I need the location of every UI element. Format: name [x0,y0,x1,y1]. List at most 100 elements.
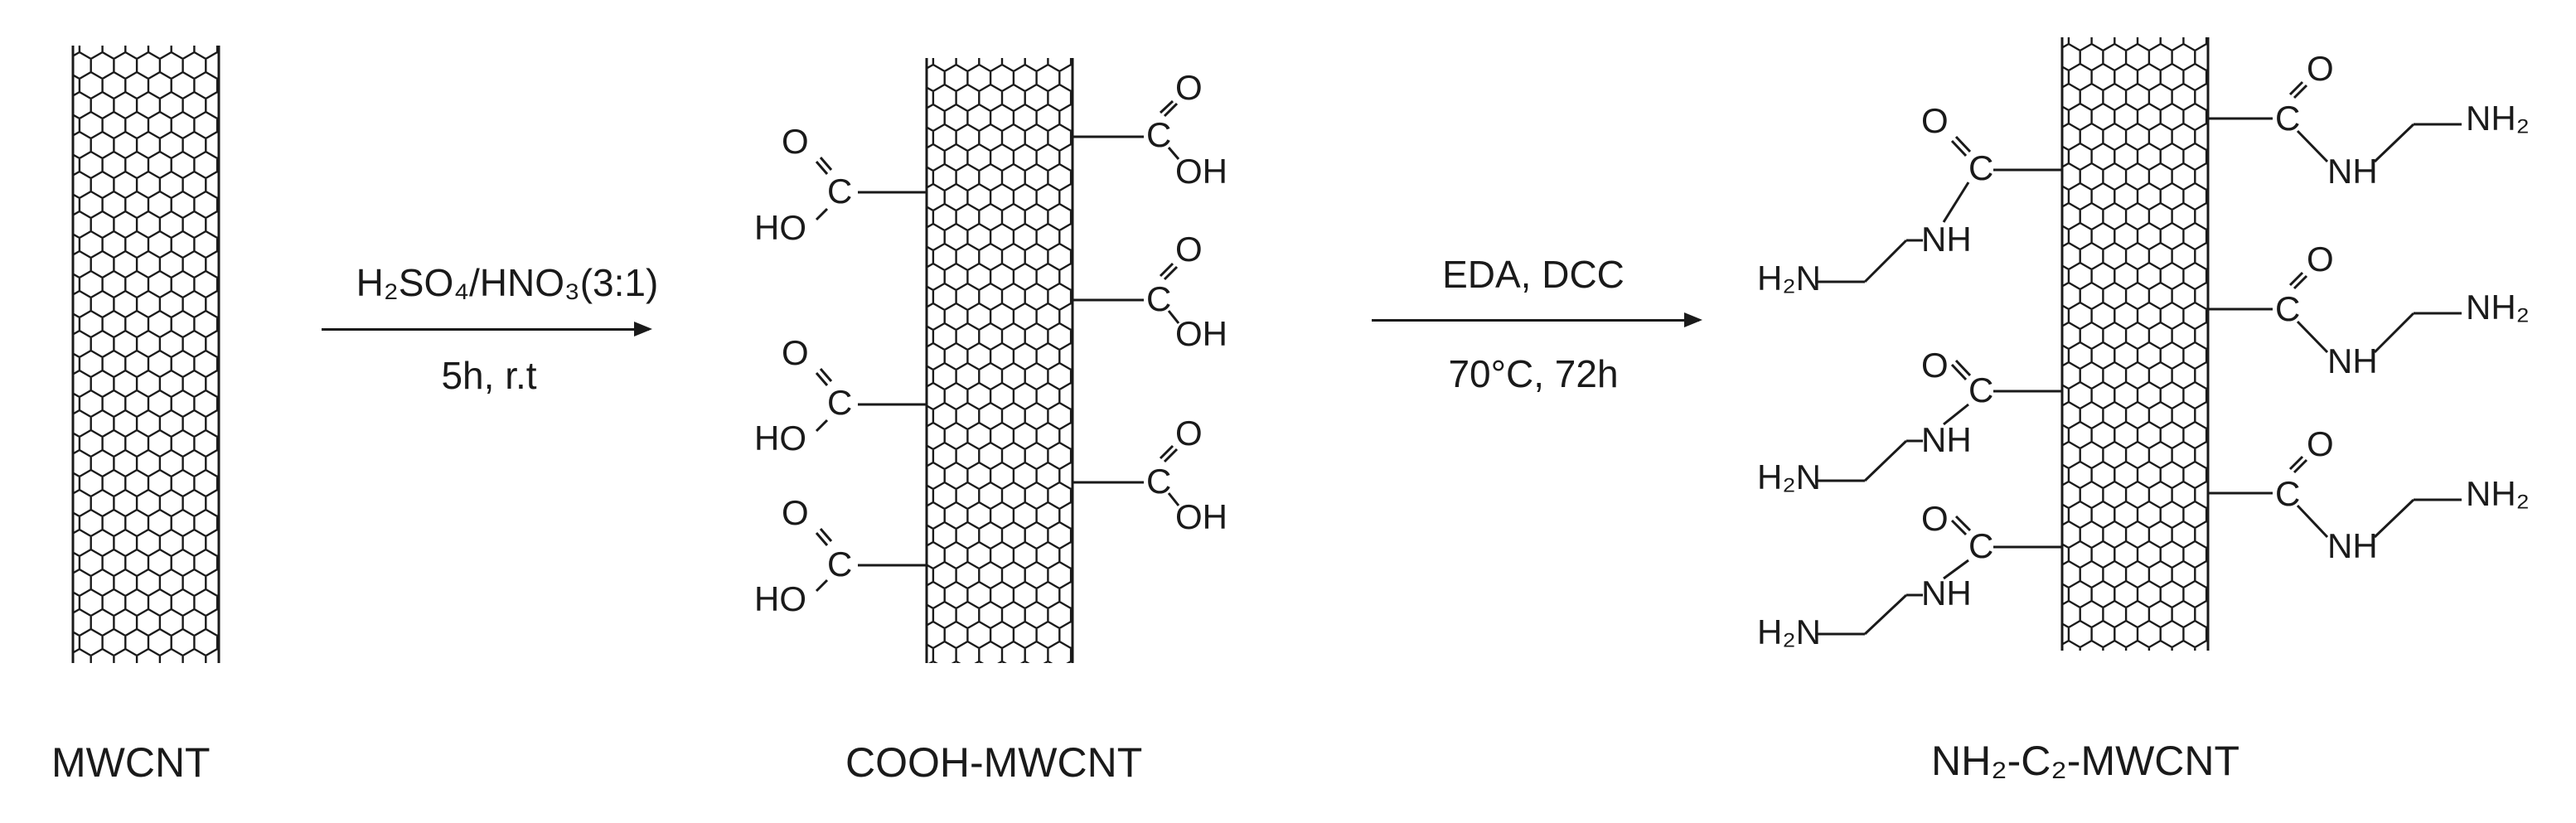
cooh-right-3-c: C [1146,462,1172,501]
hexagon-lattice [927,58,1073,663]
bond-line [1159,99,1174,114]
bond-line [815,532,829,546]
cooh-left-1-ho: HO [754,208,806,247]
amide-left-2-c: C [1968,370,1994,409]
bond-line [1950,363,1968,381]
bond-line [1943,403,1969,426]
amide-right-1-nh2: NH₂ [2466,99,2530,138]
reaction-arrow-1 [322,322,652,336]
bond-line [2293,274,2308,290]
step2-reagent: EDA, DCC [1442,253,1625,296]
amide-right-1-c: C [2275,99,2301,138]
mwcnt-label: MWCNT [51,739,211,786]
amide-right-3-c: C [2275,474,2301,513]
cooh-mwcnt-tube [925,58,1074,663]
amide-left-2-h2n: H₂N [1757,457,1821,496]
bond-line [1863,593,1908,636]
mwcnt-tube [71,46,220,663]
bond-line [1954,515,1972,532]
cooh-right-3-oh: OH [1175,497,1227,536]
bond-line [2373,498,2415,539]
bond-line [1950,139,1968,157]
amide-right-3-nh: NH [2327,526,2378,565]
amide-left-3-h2n: H₂N [1757,612,1821,651]
bond-line [2288,455,2304,471]
nh2-mwcnt-tube [2060,37,2210,651]
bond-line [1954,359,1972,377]
cooh-right-2-o: O [1175,230,1203,269]
amide-right-2-o: O [2307,240,2334,278]
cooh-left-1-c: C [827,172,853,211]
bond-line [1167,492,1180,506]
bond-line [1159,444,1174,460]
bond-line [819,368,833,382]
bond-line [815,419,829,433]
reaction-arrow-2 [1372,312,1702,327]
cooh-left-3-c: C [827,545,853,583]
amide-right-2-nh: NH [2327,341,2378,380]
bond-line [2296,504,2329,539]
bond-line [1942,182,1970,223]
bond-line [1167,310,1180,324]
amide-left-3-c: C [1968,526,1994,565]
amide-right-1-nh: NH [2327,152,2378,191]
bond-line [1863,239,1908,283]
nh2-mwcnt-label: NH₂-C₂-MWCNT [1931,738,2240,784]
bond-line [1163,448,1179,463]
cooh-left-2-c: C [827,383,853,422]
amide-left-1-h2n: H₂N [1757,259,1821,298]
cooh-left-1-o: O [782,122,809,161]
bond-line [1167,147,1180,160]
bond-line [2288,80,2304,96]
amide-right-3-o: O [2307,424,2334,463]
bond-line [2296,129,2329,163]
step1-reagent: H₂SO₄/HNO₃(3:1) [356,261,659,304]
amide-left-1-nh: NH [1921,220,1972,259]
amide-right-2-c: C [2275,289,2301,328]
amide-right-2-nh2: NH₂ [2466,288,2530,327]
amide-left-1-c: C [1968,148,1994,187]
amide-left-2-nh: NH [1921,420,1972,459]
cooh-left-3-ho: HO [754,579,806,618]
amide-right-3-nh2: NH₂ [2466,474,2530,513]
bond-line [2296,320,2329,354]
amide-left-3-o: O [1921,499,1949,538]
amide-left-2-o: O [1921,346,1949,385]
bond-line [815,161,829,175]
bond-line [1159,262,1174,278]
hexagon-lattice [2062,37,2208,651]
cooh-right-2-oh: OH [1175,314,1227,353]
amide-left-3-nh: NH [1921,574,1972,612]
cooh-right-1-oh: OH [1175,152,1227,191]
cooh-mwcnt-label: COOH-MWCNT [845,739,1143,786]
cooh-right-2-c: C [1146,279,1172,318]
bond-line [2373,312,2415,354]
bond-line [2288,271,2304,287]
cooh-right-3-o: O [1175,414,1203,453]
bond-line [815,372,829,386]
cooh-right-1-o: O [1175,68,1203,107]
bond-line [1950,519,1968,536]
bond-line [1954,135,1972,153]
bond-line [815,207,829,221]
bond-line [2293,458,2308,474]
bond-line [1863,439,1908,482]
step1-conditions: 5h, r.t [441,354,537,397]
bond-line [819,157,833,171]
cooh-right-1-c: C [1146,115,1172,154]
bond-line [819,528,833,542]
cooh-left-2-ho: HO [754,419,806,457]
bond-line [815,579,829,593]
amide-left-1-o: O [1921,101,1949,140]
step2-conditions: 70°C, 72h [1448,352,1619,395]
bond-line [1943,559,1969,580]
bond-line [2373,123,2415,163]
bond-line [2293,84,2308,99]
hexagon-lattice [73,46,219,663]
cooh-left-2-o: O [782,333,809,372]
amide-right-1-o: O [2307,49,2334,88]
bond-line [1163,102,1179,118]
cooh-left-3-o: O [782,493,809,532]
